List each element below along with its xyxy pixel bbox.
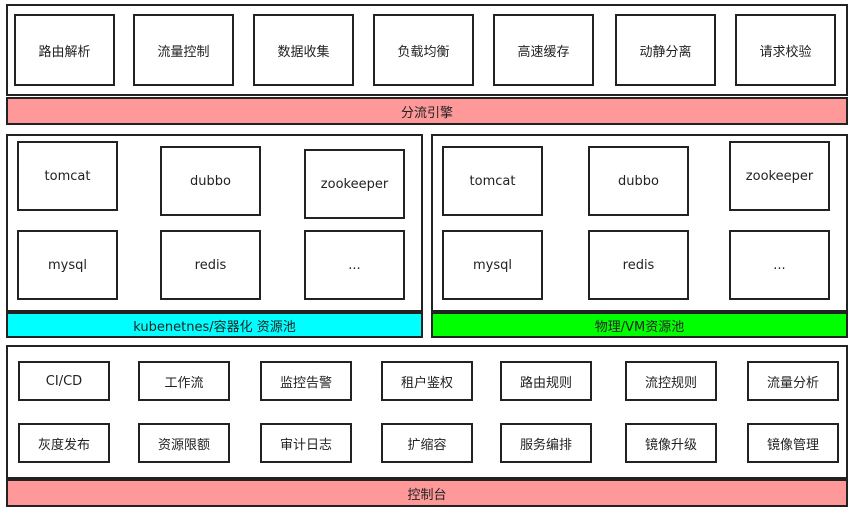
- console-item-4: 租户鉴权: [381, 361, 473, 401]
- vm-mysql: mysql: [442, 230, 543, 300]
- engine-module-6: 动静分离: [615, 14, 716, 86]
- console-item-11: 扩缩容: [381, 423, 473, 463]
- vm-more: ...: [729, 230, 830, 300]
- console-item-5: 路由规则: [500, 361, 592, 401]
- k8s-dubbo: dubbo: [160, 146, 261, 216]
- console-item-12: 服务编排: [500, 423, 592, 463]
- console-item-8: 灰度发布: [18, 423, 110, 463]
- console-item-10: 审计日志: [260, 423, 352, 463]
- engine-module-5: 高速缓存: [493, 14, 594, 86]
- k8s-zookeeper: zookeeper: [304, 149, 405, 219]
- console-label-bar: 控制台: [6, 479, 848, 507]
- vm-dubbo: dubbo: [588, 146, 689, 216]
- engine-module-7: 请求校验: [735, 14, 836, 86]
- vm-pool-label-bar: 物理/VM资源池: [431, 312, 848, 338]
- k8s-mysql: mysql: [17, 230, 118, 300]
- vm-tomcat: tomcat: [442, 146, 543, 216]
- console-item-13: 镜像升级: [625, 423, 717, 463]
- k8s-more: ...: [304, 230, 405, 300]
- engine-module-3: 数据收集: [253, 14, 354, 86]
- console-item-6: 流控规则: [625, 361, 717, 401]
- console-item-2: 工作流: [138, 361, 230, 401]
- engine-module-1: 路由解析: [14, 14, 115, 86]
- console-item-3: 监控告警: [260, 361, 352, 401]
- engine-label-bar: 分流引擎: [6, 97, 848, 125]
- k8s-pool-label-bar: kubenetnes/容器化 资源池: [6, 312, 423, 338]
- vm-redis: redis: [588, 230, 689, 300]
- k8s-tomcat: tomcat: [17, 141, 118, 211]
- engine-module-4: 负载均衡: [373, 14, 474, 86]
- console-item-14: 镜像管理: [747, 423, 839, 463]
- k8s-redis: redis: [160, 230, 261, 300]
- console-item-7: 流量分析: [747, 361, 839, 401]
- console-item-1: CI/CD: [18, 361, 110, 401]
- vm-zookeeper: zookeeper: [729, 141, 830, 211]
- console-item-9: 资源限额: [138, 423, 230, 463]
- engine-module-2: 流量控制: [133, 14, 234, 86]
